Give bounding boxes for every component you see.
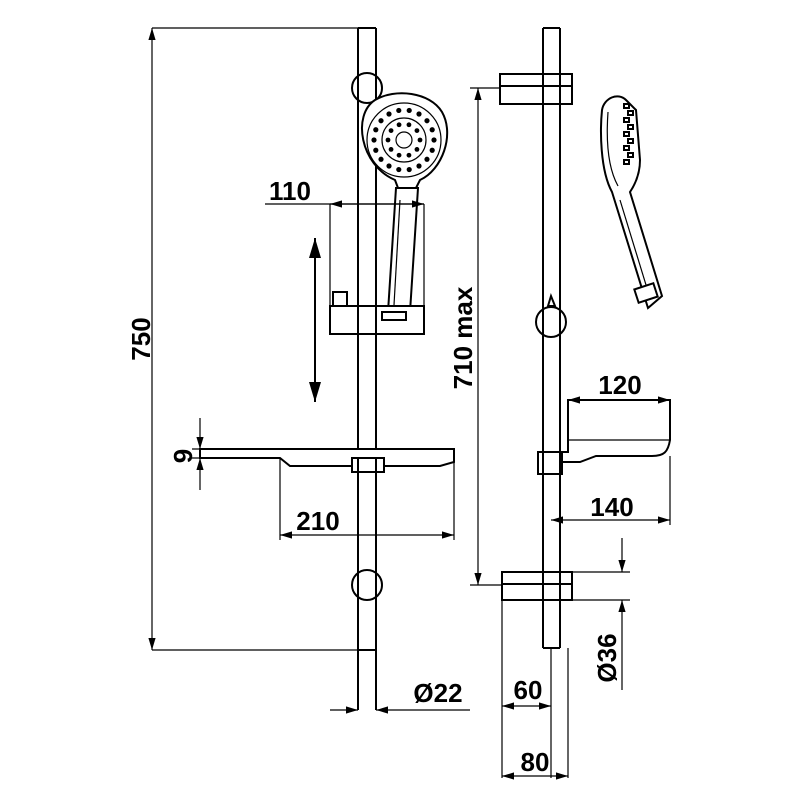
nozzle bbox=[385, 137, 391, 143]
dim-bracket-diameter-label: Ø36 bbox=[592, 633, 622, 682]
profile-nozzle bbox=[623, 145, 630, 151]
nozzle bbox=[424, 118, 430, 124]
nozzle bbox=[406, 107, 412, 114]
nozzle bbox=[414, 147, 420, 152]
nozzle bbox=[388, 128, 394, 133]
dim-wall-offset-inner-label: 60 bbox=[514, 675, 543, 705]
nozzle bbox=[371, 137, 377, 143]
front-shower-head bbox=[361, 92, 449, 313]
profile-nozzles bbox=[623, 103, 634, 165]
dim-rail-diameter-label: Ø22 bbox=[413, 678, 462, 708]
nozzle bbox=[431, 137, 437, 143]
nozzle bbox=[378, 156, 384, 162]
profile-nozzle bbox=[627, 152, 634, 158]
nozzle bbox=[396, 152, 402, 158]
dim-shelf-width: 210 bbox=[279, 458, 455, 540]
front-view: 750 110 9 210 Ø22 bbox=[126, 27, 470, 714]
dim-shelf-thickness: 9 bbox=[168, 418, 210, 490]
nozzle bbox=[416, 163, 422, 169]
nozzle bbox=[373, 127, 379, 133]
dim-shelf-depth-label: 120 bbox=[598, 370, 641, 400]
nozzle bbox=[406, 152, 412, 158]
nozzle bbox=[416, 111, 422, 117]
side-shelf bbox=[537, 399, 671, 475]
dim-total-height: 750 bbox=[126, 27, 358, 651]
nozzle bbox=[378, 118, 384, 124]
profile-nozzle bbox=[623, 159, 630, 165]
nozzle bbox=[424, 156, 430, 162]
shower-head-nozzles bbox=[371, 107, 437, 173]
profile-nozzle bbox=[623, 117, 630, 123]
side-top-bracket bbox=[499, 73, 573, 105]
profile-nozzle bbox=[623, 103, 630, 109]
dim-total-height-label: 750 bbox=[126, 317, 156, 360]
front-top-bracket bbox=[351, 72, 383, 104]
dim-shelf-width-label: 210 bbox=[296, 506, 339, 536]
nozzle bbox=[417, 137, 423, 143]
side-slider bbox=[535, 292, 567, 338]
dim-shelf-thickness-label: 9 bbox=[168, 449, 198, 463]
profile-nozzle bbox=[623, 131, 630, 137]
dim-slider-width-label: 110 bbox=[269, 176, 311, 206]
dim-wall-offset-outer-label: 80 bbox=[521, 747, 550, 777]
dim-wall-offset-inner: 60 bbox=[501, 600, 551, 778]
nozzle bbox=[396, 107, 402, 114]
dim-slider-width: 110 bbox=[265, 176, 424, 208]
profile-nozzle bbox=[627, 124, 634, 130]
nozzle bbox=[396, 166, 402, 173]
side-bottom-bracket bbox=[501, 571, 573, 601]
dim-shelf-projection: 140 bbox=[551, 456, 671, 525]
front-bottom-bracket bbox=[351, 569, 383, 601]
hand-shower-profile bbox=[600, 95, 664, 310]
nozzle bbox=[429, 147, 435, 153]
side-rail bbox=[542, 27, 561, 778]
nozzle bbox=[386, 163, 392, 169]
nozzle bbox=[429, 127, 435, 133]
profile-nozzle bbox=[627, 110, 634, 116]
nozzle bbox=[386, 111, 392, 117]
nozzle bbox=[406, 166, 412, 173]
nozzle bbox=[406, 122, 412, 128]
front-shelf bbox=[199, 448, 455, 473]
dim-wall-offset-outer: 80 bbox=[502, 648, 569, 780]
side-view: 710 max 120 140 Ø36 60 bbox=[448, 27, 671, 780]
dim-shelf-projection-label: 140 bbox=[590, 492, 633, 522]
dim-bracket-diameter: Ø36 bbox=[572, 538, 630, 690]
dim-adjust-range-label: 710 max bbox=[448, 286, 478, 389]
nozzle bbox=[388, 147, 394, 152]
profile-nozzle bbox=[627, 138, 634, 144]
dim-adjust-range: 710 max bbox=[448, 87, 502, 586]
nozzle bbox=[414, 128, 420, 133]
front-slider bbox=[329, 204, 425, 335]
nozzle bbox=[373, 147, 379, 153]
dim-rail-diameter: Ø22 bbox=[330, 678, 470, 714]
dim-shelf-depth: 120 bbox=[568, 370, 670, 404]
nozzle bbox=[396, 122, 402, 128]
